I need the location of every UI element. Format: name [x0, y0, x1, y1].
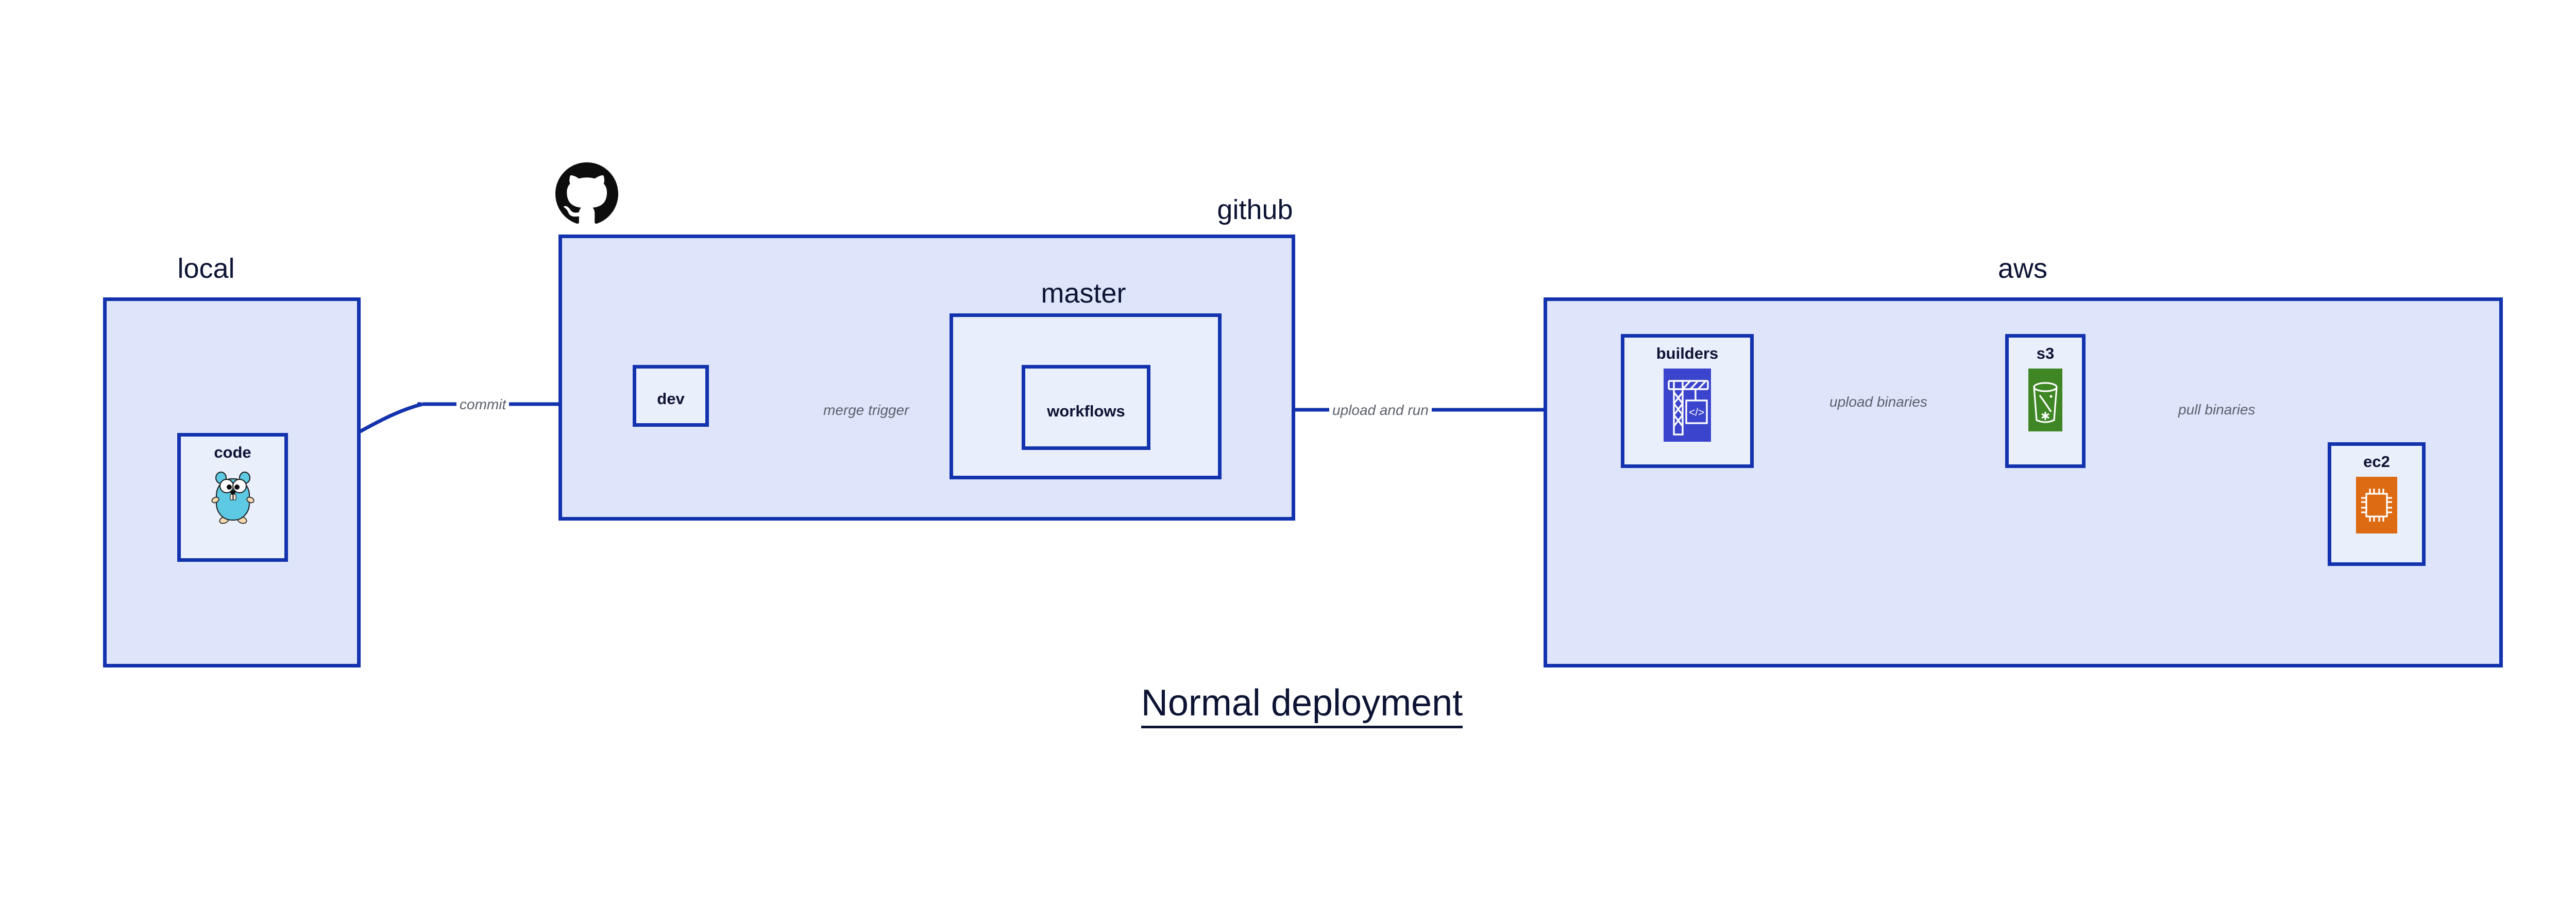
edge-label-upload-and-run: upload and run	[1329, 403, 1432, 417]
go-gopher-icon	[211, 467, 255, 527]
subgroup-label-master: master	[1041, 278, 1126, 309]
github-octocat-icon	[555, 162, 618, 225]
edge-label-pull-binaries: pull binaries	[2175, 403, 2259, 417]
node-label-s3: s3	[2036, 344, 2055, 362]
aws-ec2-chip-icon	[2356, 477, 2397, 536]
node-dev[interactable]: dev	[633, 365, 709, 427]
aws-crane-icon: </>	[1664, 369, 1711, 444]
node-label-dev: dev	[657, 390, 685, 408]
page-title-text: Normal deployment	[1141, 682, 1463, 728]
node-label-workflows: workflows	[1047, 402, 1125, 420]
group-label-github: github	[1217, 194, 1293, 225]
edge-label-upload-binaries: upload binaries	[1826, 395, 1930, 409]
node-workflows[interactable]: workflows	[1022, 365, 1150, 450]
aws-s3-bucket-icon	[2028, 369, 2062, 434]
group-label-local: local	[177, 253, 235, 284]
node-s3[interactable]: s3	[2005, 334, 2086, 468]
node-ec2[interactable]: ec2	[2328, 442, 2426, 566]
node-label-ec2: ec2	[2363, 453, 2390, 471]
node-builders[interactable]: builders	[1621, 334, 1754, 468]
group-label-aws: aws	[1997, 253, 2048, 284]
page-title: Normal deployment	[0, 682, 2576, 728]
edge-label-commit: commit	[456, 397, 510, 412]
node-label-code: code	[214, 443, 251, 461]
node-code[interactable]: code	[177, 433, 288, 562]
svg-text:</>: </>	[1689, 407, 1704, 419]
node-label-builders: builders	[1656, 344, 1719, 362]
edge-label-merge-trigger: merge trigger	[820, 403, 912, 417]
